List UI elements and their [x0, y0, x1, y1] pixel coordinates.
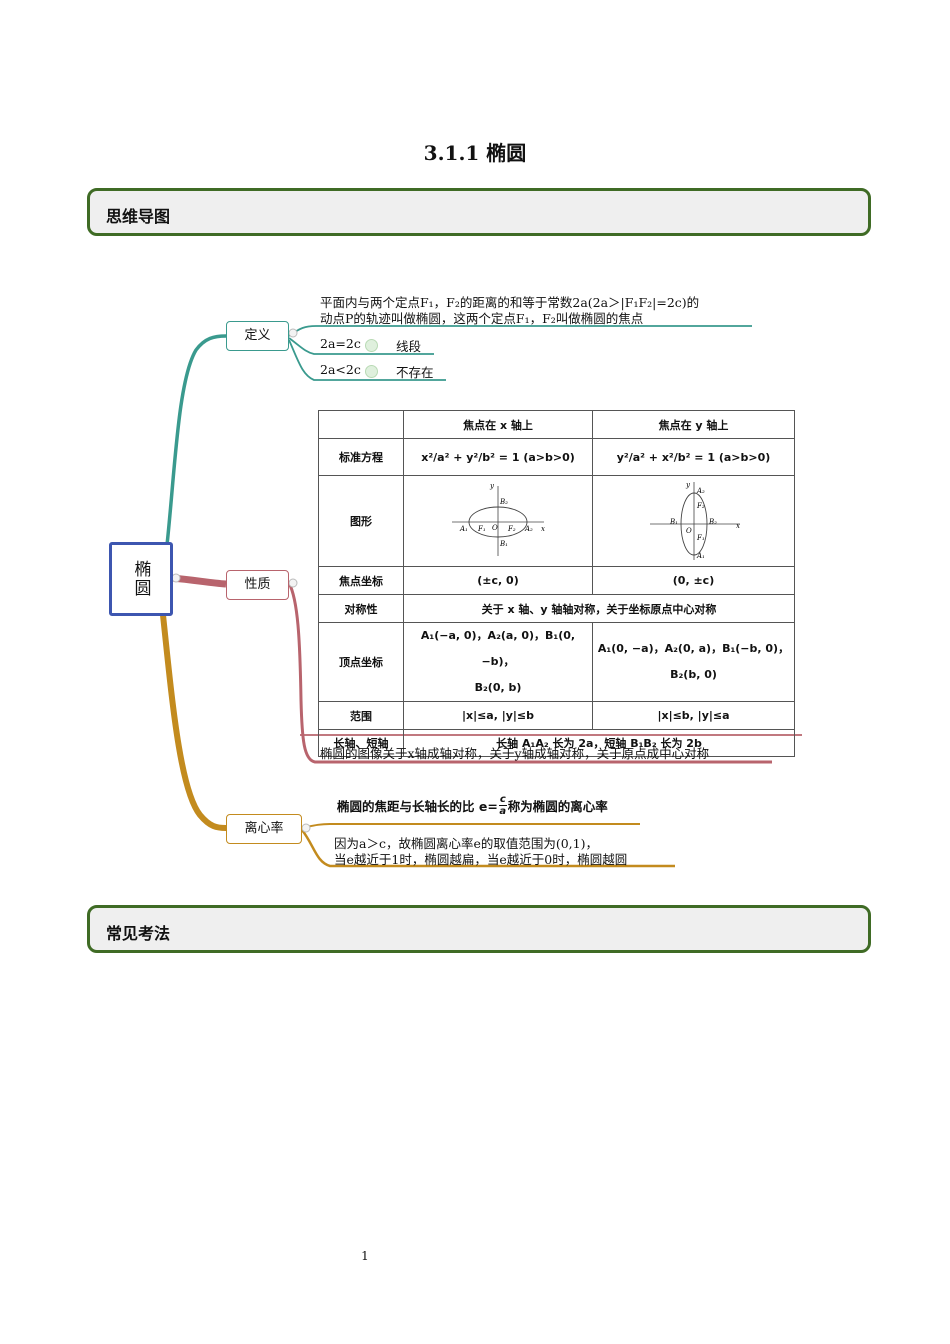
center-node-label: 椭圆 — [130, 560, 151, 598]
formula-prefix: 椭圆的焦距与长轴长的比 e= — [337, 799, 498, 814]
center-node: 椭圆 — [109, 542, 173, 616]
eccentricity-formula: 椭圆的焦距与长轴长的比 e= c a 称为椭圆的离心率 — [337, 794, 608, 817]
figure-y-ellipse: y x A₂ A₁ F₂ F₁ B₁ B₂ O — [592, 475, 795, 567]
svg-text:A₁: A₁ — [696, 552, 705, 560]
svg-text:A₁: A₁ — [459, 525, 468, 533]
svg-text:y: y — [685, 481, 691, 489]
node-definition-label: 定义 — [244, 328, 271, 343]
node-definition: 定义 — [226, 321, 289, 351]
vertices-y-line2: B₂(b, 0) — [670, 668, 717, 681]
arrow-dot-icon — [365, 339, 378, 352]
section-header-common-methods: 常见考法 — [87, 905, 871, 953]
svg-text:x: x — [736, 522, 740, 530]
eccentricity-note-line1: 因为a＞c，故椭圆离心率e的取值范围为(0,1)， — [334, 836, 598, 851]
figure-x-ellipse: y x B₂ B₁ A₁ A₂ F₁ F₂ O — [403, 475, 593, 567]
table-header-y: 焦点在 y 轴上 — [592, 410, 795, 439]
definition-text-line2: 动点P的轨迹叫做椭圆，这两个定点F₁，F₂叫做椭圆的焦点 — [320, 311, 644, 326]
definition-case1-result: 线段 — [396, 339, 422, 354]
svg-text:B₂: B₂ — [499, 498, 508, 506]
node-properties: 性质 — [226, 570, 289, 600]
fraction-numerator: c — [498, 794, 507, 806]
range-y: |x|≤b, |y|≤a — [592, 701, 795, 730]
page-title: 3.1.1 椭圆 — [423, 141, 527, 165]
row-label: 图形 — [318, 475, 404, 567]
table-header-x: 焦点在 x 轴上 — [403, 410, 593, 439]
svg-text:F₂: F₂ — [696, 502, 705, 510]
properties-table: 焦点在 x 轴上 焦点在 y 轴上 标准方程 x²/a² + y²/b² = 1… — [318, 410, 795, 757]
axes-cell: 长轴 A₁A₂ 长为 2a，短轴 B₁B₂ 长为 2b — [403, 729, 795, 757]
vertices-x: A₁(−a, 0)，A₂(a, 0)，B₁(0, −b)， B₂(0, b) — [403, 622, 593, 702]
vertices-x-line1: A₁(−a, 0)，A₂(a, 0)，B₁(0, −b)， — [420, 629, 576, 668]
definition-text-line1: 平面内与两个定点F₁，F₂的距离的和等于常数2a(2a＞|F₁F₂|=2c)的 — [320, 295, 700, 310]
row-label: 标准方程 — [318, 438, 404, 476]
page-number: 1 — [361, 1249, 369, 1263]
symmetry-cell: 关于 x 轴、y 轴轴对称，关于坐标原点中心对称 — [403, 594, 795, 623]
svg-text:F₂: F₂ — [507, 525, 516, 533]
node-eccentricity-label: 离心率 — [244, 821, 284, 836]
definition-case1-condition: 2a=2c — [320, 336, 361, 351]
equation-x: x²/a² + y²/b² = 1 (a>b>0) — [403, 438, 593, 476]
eccentricity-note-line2: 当e越近于1时，椭圆越扁，当e越近于0时，椭圆越圆 — [334, 852, 628, 867]
symmetry-note: 椭圆的图像关于x轴成轴对称，关于y轴成轴对称，关于原点成中心对称 — [320, 746, 710, 761]
svg-text:F₁: F₁ — [477, 525, 486, 533]
fraction: c a — [498, 794, 507, 817]
vertices-y-line1: A₁(0, −a)，A₂(0, a)，B₁(−b, 0)， — [597, 642, 790, 655]
row-label: 范围 — [318, 701, 404, 730]
range-x: |x|≤a, |y|≤b — [403, 701, 593, 730]
vertices-x-line2: B₂(0, b) — [474, 681, 522, 694]
section-label: 常见考法 — [106, 924, 171, 943]
formula-suffix: 称为椭圆的离心率 — [507, 799, 608, 814]
svg-text:O: O — [492, 524, 498, 532]
ellipse-vertical-figure: y x A₂ A₁ F₂ F₁ B₁ B₂ O — [649, 481, 740, 560]
ellipse-horizontal-figure: y x B₂ B₁ A₁ A₂ F₁ F₂ O — [452, 482, 545, 556]
svg-text:B₁: B₁ — [499, 540, 508, 548]
arrow-dot-icon — [365, 365, 378, 378]
section-header-mind-map: 思维导图 — [87, 188, 871, 236]
row-label: 长轴、短轴 — [318, 729, 404, 757]
row-label: 焦点坐标 — [318, 566, 404, 595]
svg-text:B₁: B₁ — [669, 518, 678, 526]
svg-text:x: x — [541, 525, 545, 533]
svg-text:A₂: A₂ — [524, 525, 533, 533]
svg-text:B₂: B₂ — [708, 518, 717, 526]
equation-y: y²/a² + x²/b² = 1 (a>b>0) — [592, 438, 795, 476]
node-eccentricity: 离心率 — [226, 814, 302, 844]
foci-y: (0, ±c) — [592, 566, 795, 595]
definition-case2-condition: 2a<2c — [320, 362, 361, 377]
row-label: 对称性 — [318, 594, 404, 623]
vertices-y: A₁(0, −a)，A₂(0, a)，B₁(−b, 0)， B₂(b, 0) — [592, 622, 795, 702]
definition-case2-result: 不存在 — [396, 365, 434, 380]
section-label: 思维导图 — [106, 207, 171, 226]
node-properties-label: 性质 — [244, 577, 271, 592]
svg-text:F₁: F₁ — [696, 534, 705, 542]
svg-text:y: y — [489, 482, 495, 490]
foci-x: (±c, 0) — [403, 566, 593, 595]
svg-text:O: O — [686, 527, 692, 535]
svg-text:A₂: A₂ — [696, 487, 705, 495]
fraction-denominator: a — [499, 806, 507, 817]
row-label: 顶点坐标 — [318, 622, 404, 702]
